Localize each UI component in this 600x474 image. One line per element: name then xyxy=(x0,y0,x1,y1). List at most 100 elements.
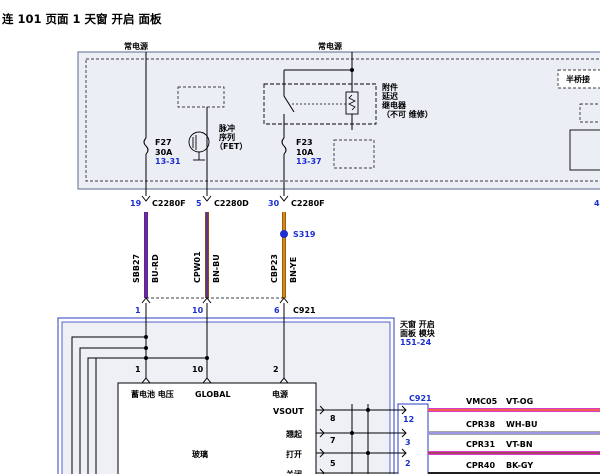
label-tilt: 翘起 xyxy=(285,429,303,439)
branch-wire-d xyxy=(95,357,207,474)
out-wire-cpr31-circuit: CPR31 xyxy=(466,440,495,449)
connector-arrow-icon xyxy=(202,297,212,304)
bottom-connector-name: C921 xyxy=(293,306,316,315)
connector-arrow-icon xyxy=(141,297,151,304)
power-label-right: 常电源 xyxy=(318,41,342,51)
wire-cbp23: CBP23 BN-YE xyxy=(270,212,298,298)
output-connector-pin-2: 2 xyxy=(405,459,411,468)
fuse-f23-symbol xyxy=(281,137,287,155)
fuse-f23-ref[interactable]: 13-37 xyxy=(296,157,322,166)
bottom-connector-pin-10: 10 xyxy=(192,306,204,315)
accessory-relay-label-1: 附件 xyxy=(382,82,398,92)
half-bridge-sub-box xyxy=(579,103,600,123)
accessory-relay-label-4: （不可 维修） xyxy=(382,109,433,119)
fuse-f27-rating: 30A xyxy=(155,148,173,157)
top-connector-2-name: C2280D xyxy=(214,199,249,208)
module-ref[interactable]: 151-24 xyxy=(400,338,432,347)
splice-s319-label[interactable]: S319 xyxy=(293,230,316,239)
power-label-left: 常电源 xyxy=(124,41,148,51)
connector-arrow-icon xyxy=(279,377,289,384)
out-wire-cpr40: CPR40 BK-GY xyxy=(428,461,600,474)
output-pin-7: 7 xyxy=(330,436,336,445)
wire-sbb27: SBB27 BU-RD xyxy=(132,212,160,298)
wire-cpw01-circuit: CPW01 xyxy=(193,251,202,283)
out-wire-cpr31-color: VT-BN xyxy=(506,440,533,449)
connector-arrow-icon xyxy=(202,377,212,384)
output-connector-pin-12: 12 xyxy=(403,415,414,424)
module-outer-box xyxy=(57,317,395,474)
wire-cbp23-circuit: CBP23 xyxy=(270,254,279,283)
connector-arrow-icon xyxy=(398,448,407,458)
wire-sbb27-color: BU-RD xyxy=(151,254,160,283)
out-wire-cpr38-color: WH-BU xyxy=(506,420,537,429)
accessory-relay-label-3: 继电器 xyxy=(382,100,407,110)
label-global: GLOBAL xyxy=(195,390,231,399)
label-glass: 玻璃 xyxy=(192,449,208,459)
junction-dot xyxy=(366,408,370,412)
wire-sbb27-circuit: SBB27 xyxy=(132,254,141,283)
out-wire-cpr31: CPR31 VT-BN xyxy=(428,440,600,455)
accessory-relay-box xyxy=(263,83,377,125)
fuse-f27-id: F27 xyxy=(155,138,172,147)
fuse-box xyxy=(77,51,600,190)
out-wire-cpr38-circuit: CPR38 xyxy=(466,420,495,429)
wire-cbp23-color: BN-YE xyxy=(289,257,298,283)
label-open: 打开 xyxy=(286,449,302,459)
half-bridge-label: 半桥接 xyxy=(566,74,590,84)
out-wire-vmc05: VMC05 VT-OG xyxy=(428,397,600,412)
pulse-relay-label-2: 序列 xyxy=(219,132,235,142)
bottom-connector-pin-1: 1 xyxy=(135,306,141,315)
fuse-f27-ref[interactable]: 13-31 xyxy=(155,157,181,166)
module-name-2: 面板 模块 xyxy=(400,328,436,338)
top-connector-4-pin: 4 xyxy=(594,199,600,208)
top-connector-1: 19 C2280F xyxy=(130,195,186,208)
top-connector-3-pin: 30 xyxy=(268,199,280,208)
connector-arrow-icon xyxy=(202,195,212,202)
connector-arrow-icon xyxy=(279,195,289,202)
junction-dot xyxy=(366,451,370,455)
label-partial: 关闭 xyxy=(286,469,302,474)
pulse-relay-label-1: 脉冲 xyxy=(218,123,235,133)
relay-ground-dashed-box xyxy=(333,139,375,169)
module-name-1: 天窗 开启 xyxy=(400,319,435,329)
output-connector-pin-3: 3 xyxy=(405,438,411,447)
module-pin-2: 2 xyxy=(273,365,279,374)
connector-arrow-icon xyxy=(141,377,151,384)
pulse-relay-dashed-box xyxy=(177,86,225,108)
module-pin-10: 10 xyxy=(192,365,204,374)
relay-coil-zigzag xyxy=(348,94,356,111)
fuse-box-inner-dashed xyxy=(85,58,600,182)
connector-arrow-icon xyxy=(398,428,407,438)
bottom-connector-pin-6: 6 xyxy=(274,306,280,315)
top-connector-2: 5 C2280D xyxy=(196,195,249,208)
fuse-f23-id: F23 xyxy=(296,138,313,147)
out-wire-vmc05-circuit: VMC05 xyxy=(466,397,498,406)
top-connector-3: 30 C2280F xyxy=(268,195,325,208)
branch-wire-b xyxy=(79,347,146,474)
out-wire-vmc05-color: VT-OG xyxy=(506,397,533,406)
module-function-box xyxy=(117,382,317,474)
top-connector-2-pin: 5 xyxy=(196,199,202,208)
out-wire-cpr38: CPR38 WH-BU xyxy=(428,420,600,435)
out-wire-cpr40-circuit: CPR40 xyxy=(466,461,495,470)
page-title: 连 101 页面 1 天窗 开启 面板 xyxy=(2,12,162,26)
half-bridge-box xyxy=(557,69,600,89)
accessory-relay-label-2: 延迟 xyxy=(381,91,398,101)
top-connector-3-name: C2280F xyxy=(291,199,325,208)
half-bridge-switch-box xyxy=(569,129,600,171)
out-wire-cpr40-color: BK-GY xyxy=(506,461,533,470)
output-pin-5: 5 xyxy=(330,459,336,468)
label-power: 电源 xyxy=(272,389,288,399)
splice-s319-dot xyxy=(280,230,288,238)
junction-dot xyxy=(350,431,354,435)
wire-cpw01-color: BN-BU xyxy=(212,254,221,283)
output-connector-name: C921 xyxy=(409,394,432,403)
label-battery-voltage: 蓄电池 电压 xyxy=(131,389,174,399)
top-connector-1-pin: 19 xyxy=(130,199,142,208)
branch-wire-a xyxy=(71,336,146,474)
output-connector-box xyxy=(397,403,429,474)
connector-arrow-icon xyxy=(141,195,151,202)
fuse-f23-rating: 10A xyxy=(296,148,314,157)
label-vsout: VSOUT xyxy=(273,407,304,416)
